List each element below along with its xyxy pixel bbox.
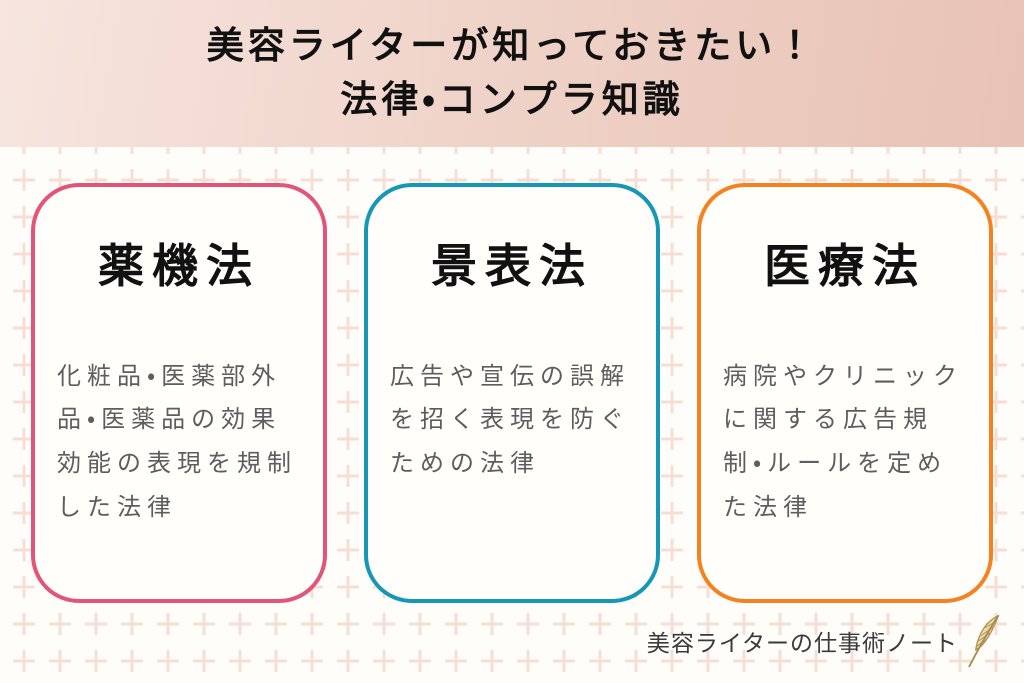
card-keihyoho: 景表法 広告や宣伝の誤解を招く表現を防ぐための法律 (364, 183, 660, 603)
card-description: 化粧品・医薬部外品・医薬品の効果効能の表現を規制した法律 (57, 362, 297, 521)
card-description: 病院やクリニックに関する広告規制・ルールを定めた法律 (723, 362, 963, 521)
page-title-line2: 法律・コンプラ知識 (340, 79, 684, 120)
header-banner: 美容ライターが知っておきたい！ 法律・コンプラ知識 (0, 0, 1024, 147)
quill-feather-icon (960, 613, 1004, 669)
card-title: 医療法 (764, 240, 926, 292)
card-yakkiho: 薬機法 化粧品・医薬部外品・医薬品の効果効能の表現を規制した法律 (31, 183, 327, 603)
page-title-line1: 美容ライターが知っておきたい！ (206, 25, 818, 67)
card-title: 景表法 (431, 240, 593, 292)
card-description: 広告や宣伝の誤解を招く表現を防ぐための法律 (390, 362, 630, 478)
card-iryoho: 医療法 病院やクリニックに関する広告規制・ルールを定めた法律 (697, 183, 993, 603)
site-credit: 美容ライターの仕事術ノート (647, 613, 1004, 669)
card-title: 薬機法 (98, 240, 260, 292)
site-name: 美容ライターの仕事術ノート (646, 631, 958, 656)
law-cards-row: 薬機法 化粧品・医薬部外品・医薬品の効果効能の表現を規制した法律 景表法 広告や… (0, 183, 1024, 603)
